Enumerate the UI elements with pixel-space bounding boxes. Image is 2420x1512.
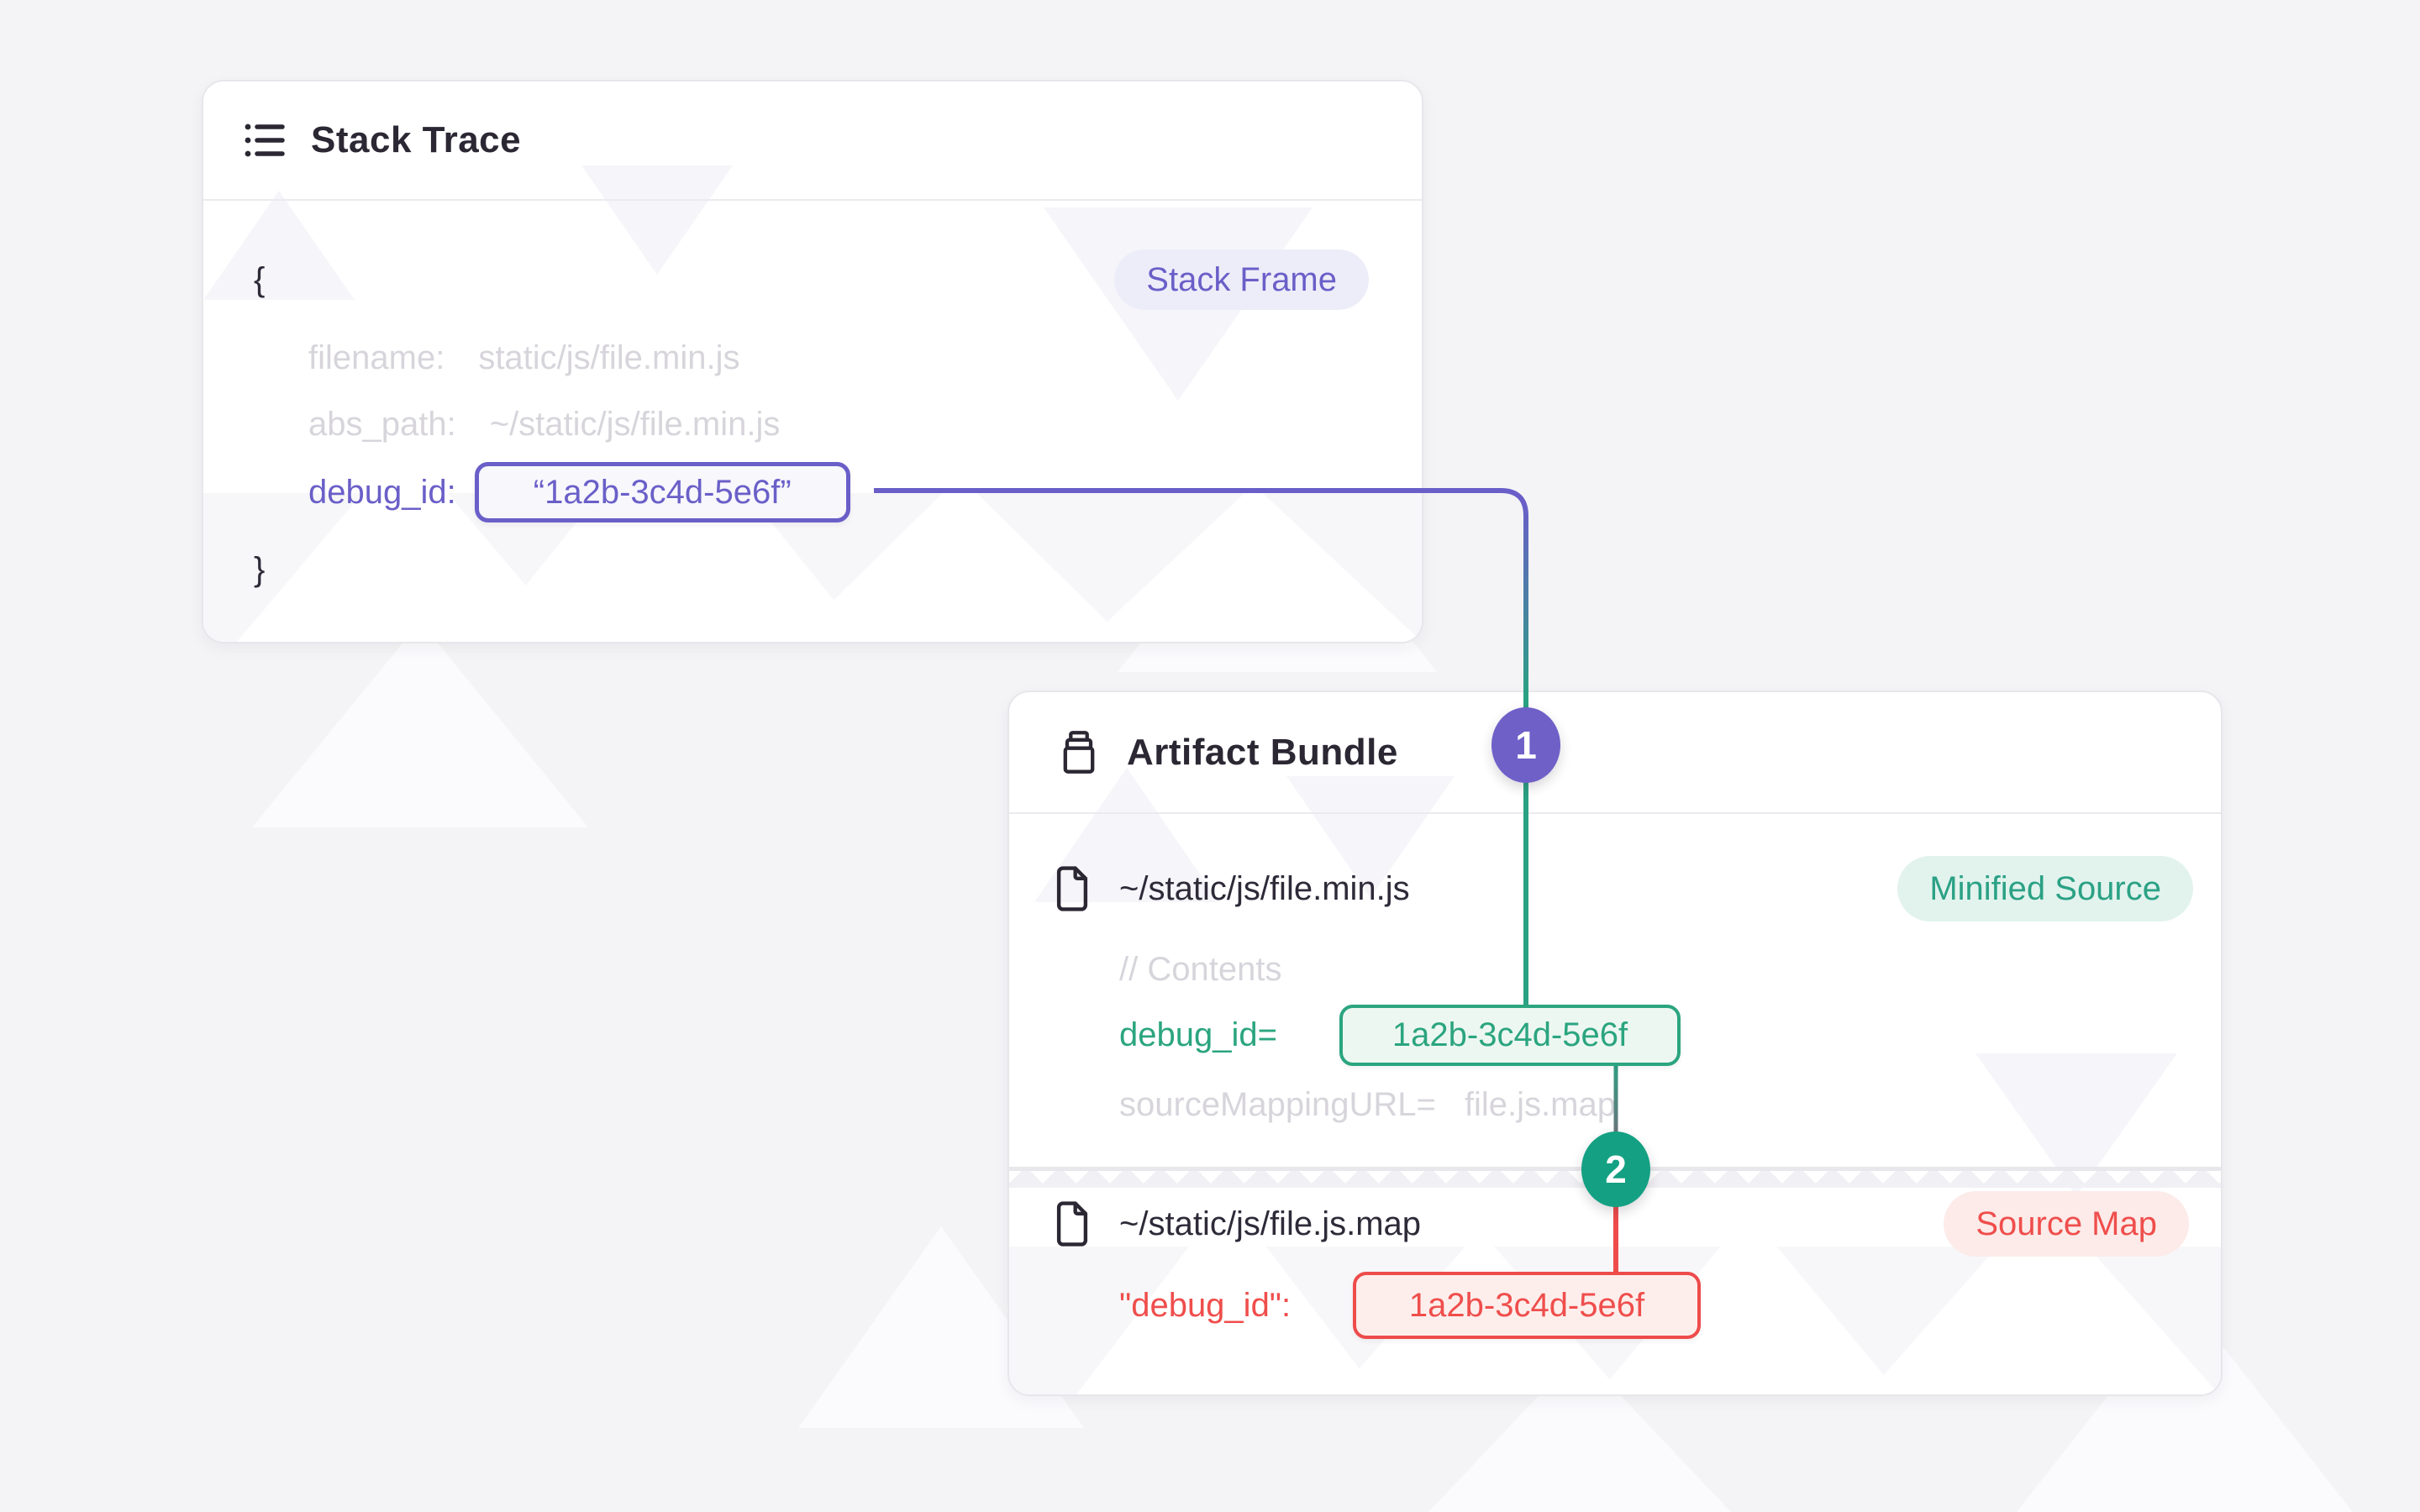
debug-id-row: debug_id: “1a2b-3c4d-5e6f” bbox=[308, 462, 850, 522]
bundle-debug-id-label: debug_id= bbox=[1119, 1016, 1277, 1053]
filename-label: filename: bbox=[308, 339, 445, 376]
sourcemap-file-path: ~/static/js/file.js.map bbox=[1119, 1205, 1422, 1242]
source-mapping-label: sourceMappingURL= bbox=[1119, 1085, 1436, 1123]
debug-id-chip: “1a2b-3c4d-5e6f” bbox=[474, 462, 850, 522]
minified-source-badge: Minified Source bbox=[1897, 856, 2193, 921]
stack-trace-title: Stack Trace bbox=[311, 119, 522, 160]
stack-trace-header: Stack Trace bbox=[203, 81, 1422, 201]
step-1-marker: 1 bbox=[1491, 707, 1560, 783]
source-mapping-value: file.js.map bbox=[1464, 1085, 1616, 1123]
file-icon bbox=[1056, 866, 1088, 911]
filename-value: static/js/file.min.js bbox=[478, 339, 740, 376]
minified-file-path: ~/static/js/file.min.js bbox=[1119, 869, 1410, 907]
abs-path-row: abs_path: ~/static/js/file.min.js bbox=[308, 401, 780, 448]
stack-frame-badge: Stack Frame bbox=[1114, 249, 1369, 310]
artifact-bundle-header: Artifact Bundle bbox=[1009, 692, 2221, 814]
stack-trace-card: Stack Trace { Stack Frame filename: stat… bbox=[202, 80, 1423, 643]
minified-file-row: ~/static/js/file.min.js bbox=[1054, 865, 1410, 912]
brace-close: } bbox=[254, 550, 266, 588]
contents-comment: // Contents bbox=[1119, 950, 1282, 988]
sourcemap-file-row: ~/static/js/file.js.map bbox=[1054, 1200, 1421, 1247]
file-icon bbox=[1056, 1201, 1088, 1247]
brace-open: { bbox=[254, 260, 266, 298]
artifact-bundle-title: Artifact Bundle bbox=[1127, 731, 1398, 773]
archive-box-icon bbox=[1063, 730, 1095, 774]
artifact-bundle-card: Artifact Bundle ~/static/js/file.min.js … bbox=[1007, 690, 2223, 1396]
step-2-marker: 2 bbox=[1581, 1131, 1650, 1207]
bundle-debug-id-chip: 1a2b-3c4d-5e6f bbox=[1339, 1005, 1681, 1066]
source-map-badge: Source Map bbox=[1944, 1191, 2189, 1257]
sourcemap-debug-id-chip: 1a2b-3c4d-5e6f bbox=[1353, 1272, 1701, 1339]
list-icon bbox=[245, 123, 285, 157]
filename-row: filename: static/js/file.min.js bbox=[308, 334, 739, 381]
abs-path-label: abs_path: bbox=[308, 405, 456, 443]
source-mapping-row: sourceMappingURL= file.js.map bbox=[1119, 1081, 1616, 1128]
abs-path-value: ~/static/js/file.min.js bbox=[489, 405, 781, 443]
sourcemap-debug-id-label: "debug_id": bbox=[1119, 1286, 1292, 1324]
debug-id-label: debug_id: bbox=[308, 473, 456, 511]
